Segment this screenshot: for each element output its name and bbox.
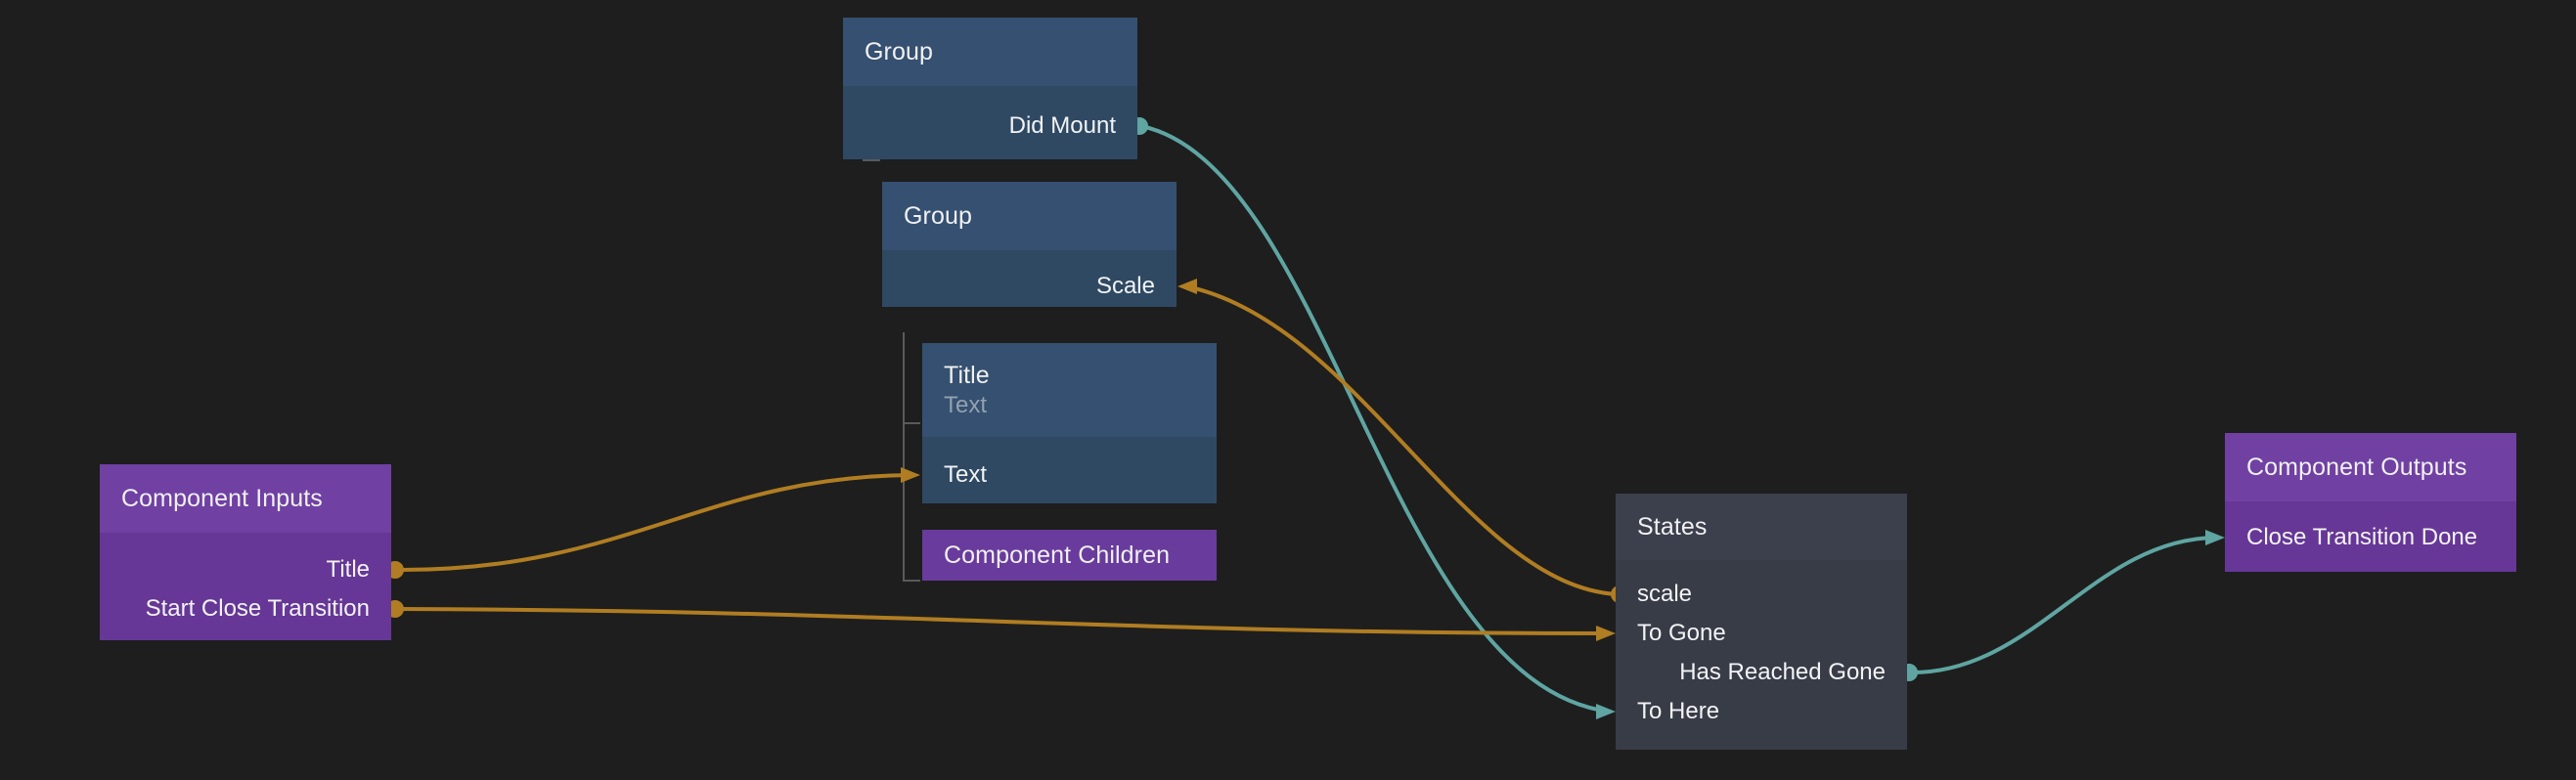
edge-path xyxy=(393,473,914,573)
node-subtitle: Text xyxy=(944,392,988,418)
node-body: Text xyxy=(922,437,1217,503)
port-label-text: Text xyxy=(944,461,988,488)
tree-line-inner-stub-title xyxy=(903,422,920,424)
node-group-outer[interactable]: Group Did Mount xyxy=(843,18,1137,159)
edge-has-reached-gone-to-close-transition-done xyxy=(1900,530,2225,681)
edge-start-close-transition-to-to-gone xyxy=(386,600,1616,641)
port-row-scale-in[interactable]: scale xyxy=(1616,580,1907,609)
port-row-start-close-transition[interactable]: Start Close Transition xyxy=(100,594,391,624)
node-title: Group xyxy=(904,202,972,230)
port-row-to-here[interactable]: To Here xyxy=(1616,697,1907,726)
node-group-inner[interactable]: Group Scale xyxy=(882,182,1177,307)
edge-path xyxy=(393,607,1608,635)
port-row-scale[interactable]: Scale xyxy=(882,272,1177,301)
node-header: Group xyxy=(843,18,1137,86)
edge-arrowhead xyxy=(1177,279,1197,294)
tree-line-inner-stub-children xyxy=(903,580,920,582)
node-header: States xyxy=(1616,494,1907,560)
node-component-children[interactable]: Component Children xyxy=(922,530,1217,581)
edge-arrowhead xyxy=(1596,704,1616,719)
port-label-start-close-transition: Start Close Transition xyxy=(145,595,370,622)
port-label-to-here: To Here xyxy=(1637,698,1720,724)
node-component-outputs[interactable]: Component Outputs Close Transition Done xyxy=(2225,433,2516,572)
port-label-has-reached-gone: Has Reached Gone xyxy=(1679,659,1886,685)
port-row-title[interactable]: Title xyxy=(100,555,391,585)
edge-arrowhead xyxy=(1596,626,1616,641)
tree-line-inner-vertical xyxy=(903,332,905,582)
edge-arrowhead xyxy=(2205,530,2225,545)
port-label-scale: Scale xyxy=(1095,273,1155,299)
node-title: Group xyxy=(865,38,933,65)
port-label-close-transition-done: Close Transition Done xyxy=(2246,524,2478,550)
node-body: scale To Gone Has Reached Gone To Here xyxy=(1616,560,1907,750)
port-label-title: Title xyxy=(326,556,370,583)
port-label-did-mount: Did Mount xyxy=(1008,112,1116,139)
node-title: Component Outputs xyxy=(2246,454,2467,481)
port-label-to-gone: To Gone xyxy=(1637,620,1726,646)
node-states[interactable]: States scale To Gone Has Reached Gone To… xyxy=(1616,494,1907,750)
edge-path xyxy=(1184,284,1620,596)
port-label-scale-in: scale xyxy=(1637,581,1693,607)
node-header: Group xyxy=(882,182,1177,250)
tree-line-outer-stub xyxy=(863,159,880,161)
port-row-has-reached-gone[interactable]: Has Reached Gone xyxy=(1616,658,1907,687)
node-body: Close Transition Done xyxy=(2225,501,2516,572)
node-title: Title xyxy=(944,362,990,389)
node-header: Component Children xyxy=(922,530,1217,581)
edge-scale-to-group-scale xyxy=(1177,279,1628,603)
port-row-did-mount[interactable]: Did Mount xyxy=(843,111,1137,141)
node-title: Component Children xyxy=(944,542,1171,569)
node-component-inputs[interactable]: Component Inputs Title Start Close Trans… xyxy=(100,464,391,640)
port-row-close-transition-done[interactable]: Close Transition Done xyxy=(2225,523,2516,552)
node-header: Title Text xyxy=(922,343,1217,437)
port-row-to-gone[interactable]: To Gone xyxy=(1616,619,1907,648)
node-body: Scale xyxy=(882,250,1177,307)
port-row-text[interactable]: Text xyxy=(922,460,1217,490)
edge-title-to-text xyxy=(386,467,920,579)
node-title: Component Inputs xyxy=(121,485,323,512)
node-title-text[interactable]: Title Text Text xyxy=(922,343,1217,503)
node-header: Component Inputs xyxy=(100,464,391,533)
node-header: Component Outputs xyxy=(2225,433,2516,501)
edge-path xyxy=(1907,536,2217,675)
node-body: Did Mount xyxy=(843,86,1137,159)
node-body: Title Start Close Transition xyxy=(100,533,391,640)
node-title: States xyxy=(1637,513,1708,541)
